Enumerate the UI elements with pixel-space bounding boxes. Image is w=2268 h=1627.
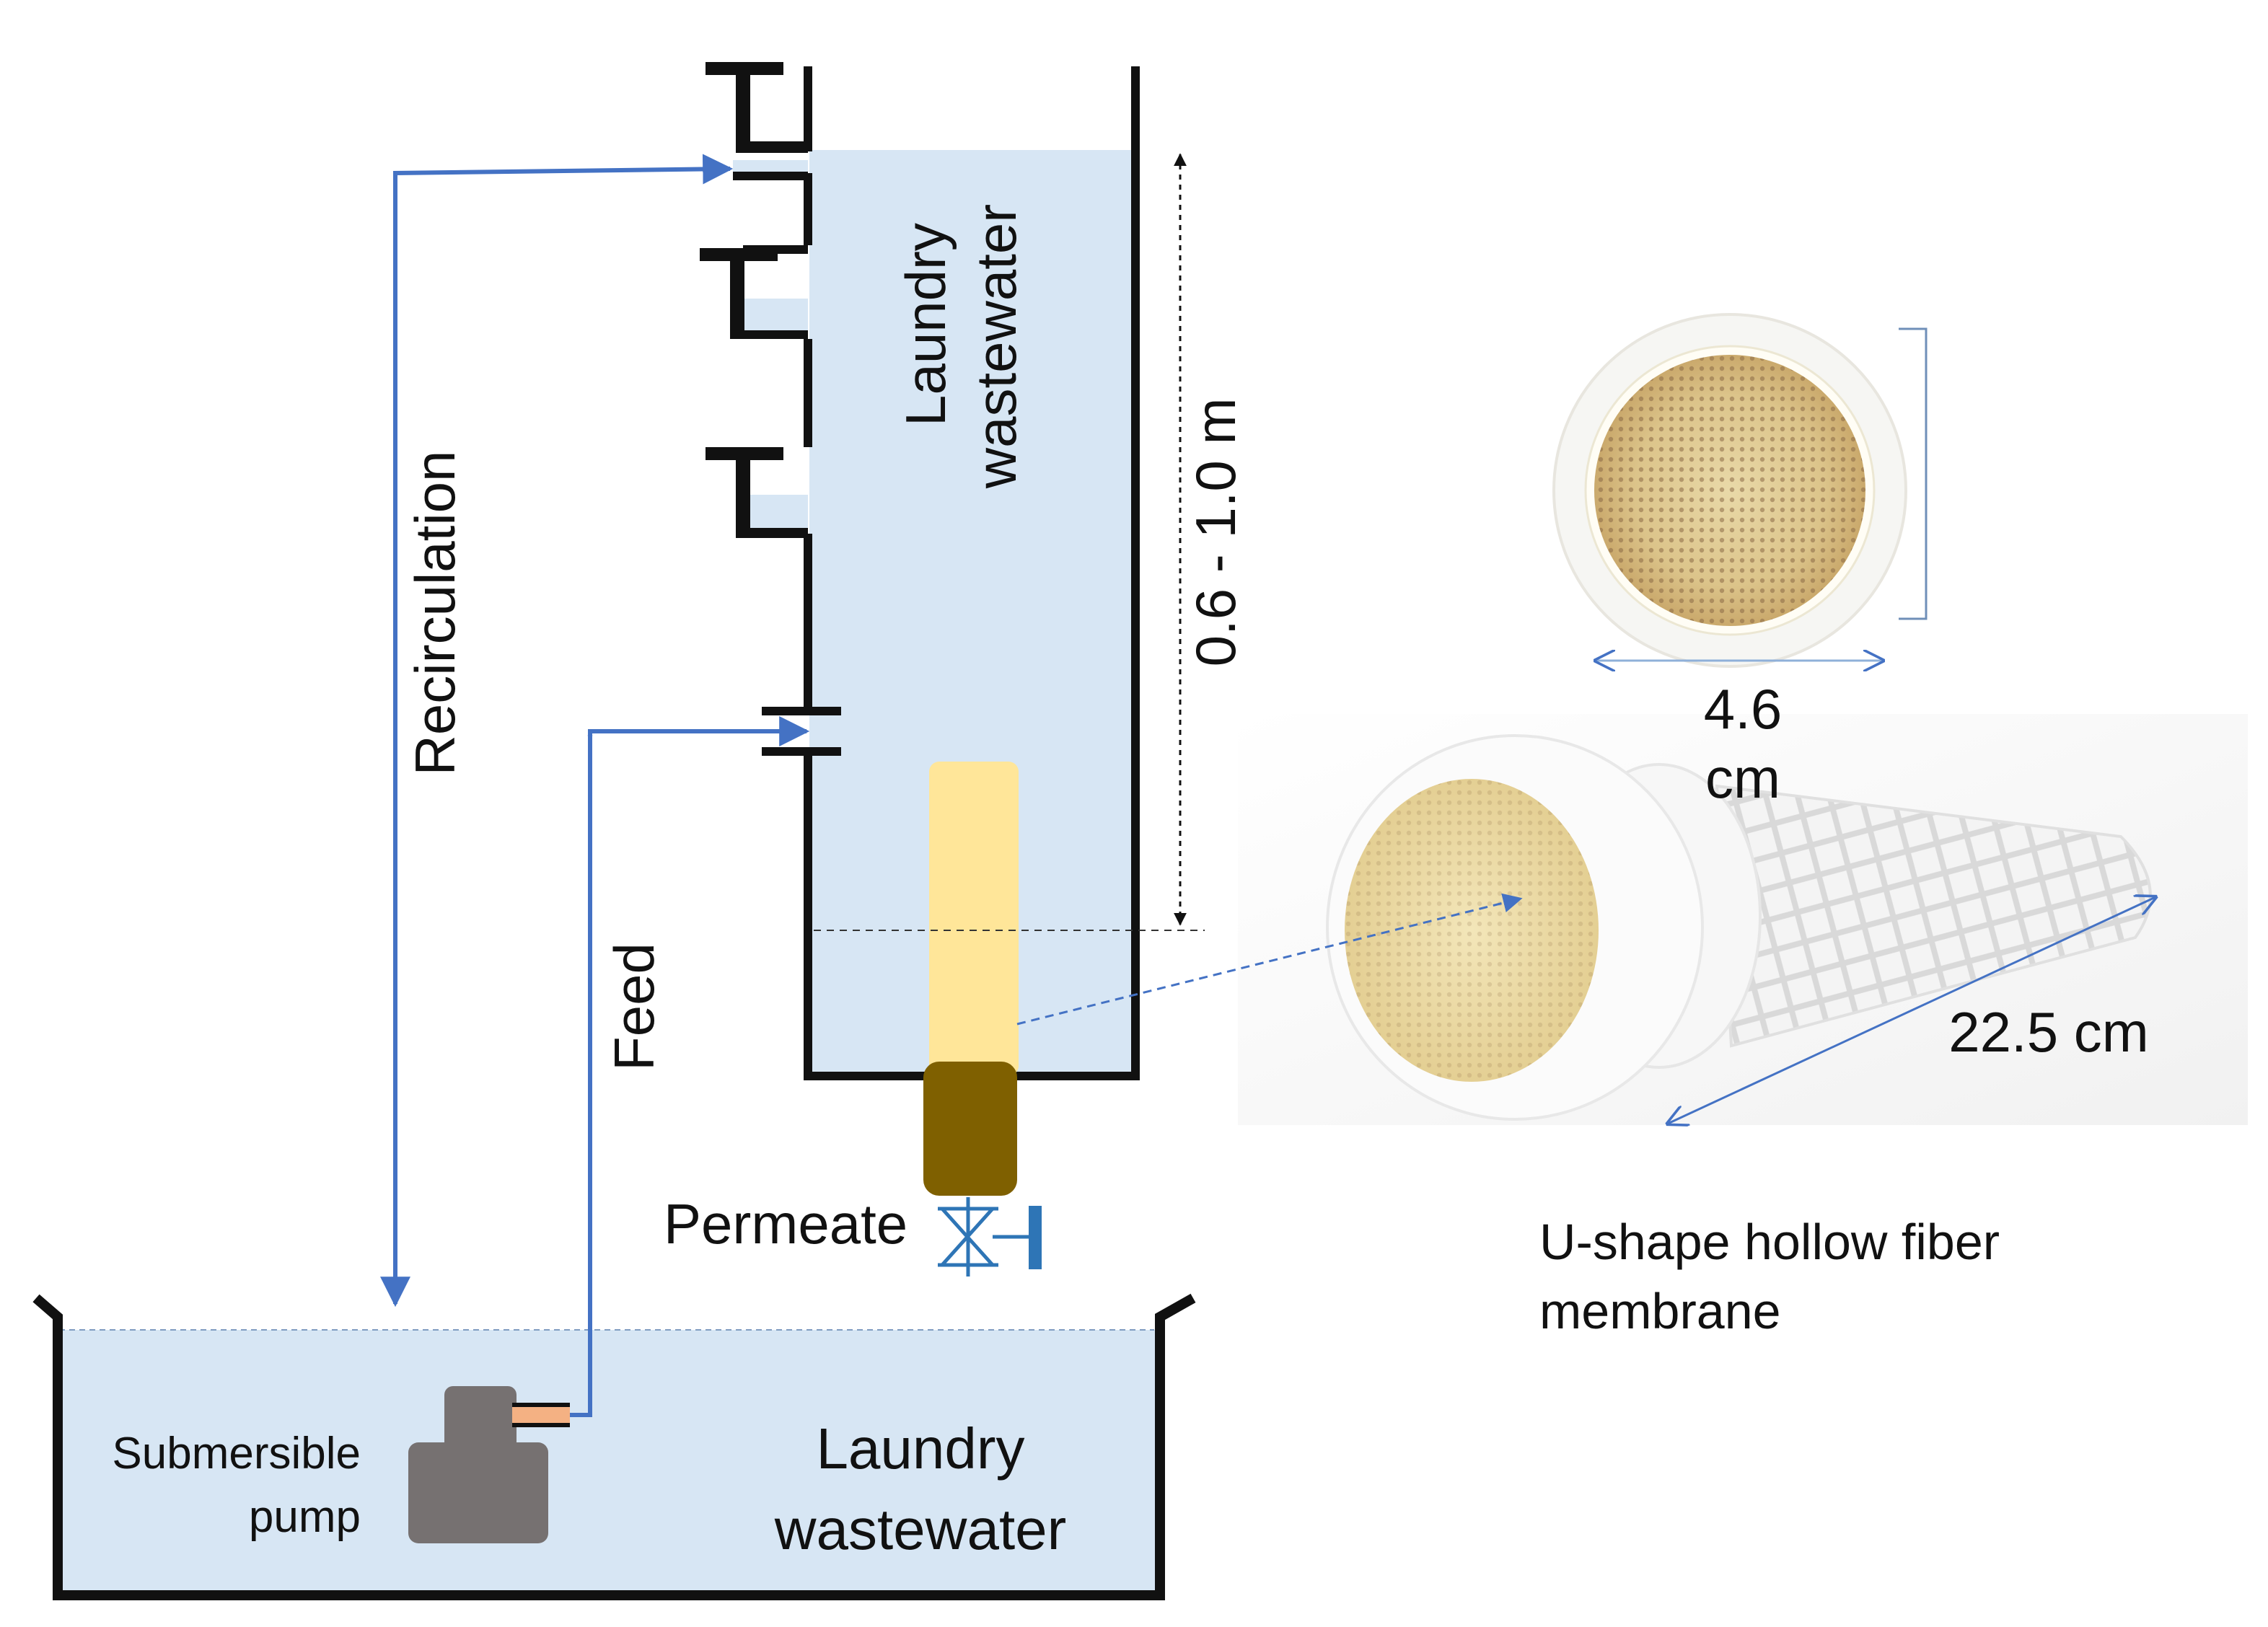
recirculation-flow-line [380, 154, 734, 1308]
feed-label: Feed [602, 943, 666, 1071]
sampling-port-3 [706, 447, 808, 538]
membrane-module-base [923, 1062, 1017, 1196]
feed-flow-line [570, 716, 810, 1417]
feed-inlet-port [762, 707, 841, 756]
basin-wastewater-label-line2: wastewater [774, 1497, 1067, 1561]
basin-wastewater-label-line1: Laundry [816, 1416, 1024, 1481]
length-dimension-arrow [1668, 897, 2155, 1124]
basin-outline [32, 1293, 1196, 1600]
pump-label-line1: Submersible [112, 1429, 361, 1478]
basin-water [59, 1330, 1156, 1592]
membrane-caption-line1: U-shape hollow fiber [1539, 1214, 2000, 1270]
sampling-port-1 [706, 62, 808, 180]
diameter-label-line1: 4.6 [1704, 677, 1782, 741]
permeate-label: Permeate [664, 1192, 907, 1256]
pump-label-line2: pump [249, 1492, 361, 1542]
height-range-label: 0.6 - 1.0 m [1184, 398, 1247, 667]
cross-section-height-bracket [1899, 327, 1928, 620]
submersible-pump [408, 1386, 570, 1543]
membrane-module [929, 762, 1019, 1076]
sampling-port-2 [700, 245, 808, 339]
permeate-valve-handle [1029, 1206, 1042, 1269]
membrane-photo [1016, 714, 2248, 1125]
feed-basin [32, 1293, 1196, 1600]
tank-wastewater-label-line2: wastewater [964, 204, 1028, 490]
permeate-valve-icon [938, 1197, 1032, 1277]
recirculation-label: Recirculation [403, 451, 467, 776]
membrane-cross-section [1552, 313, 1907, 668]
length-label: 22.5 cm [1948, 1000, 2148, 1064]
membrane-caption-line2: membrane [1539, 1283, 1781, 1339]
tank-wastewater-label-line1: Laundry [894, 223, 957, 426]
diameter-label-line2: cm [1705, 746, 1780, 810]
